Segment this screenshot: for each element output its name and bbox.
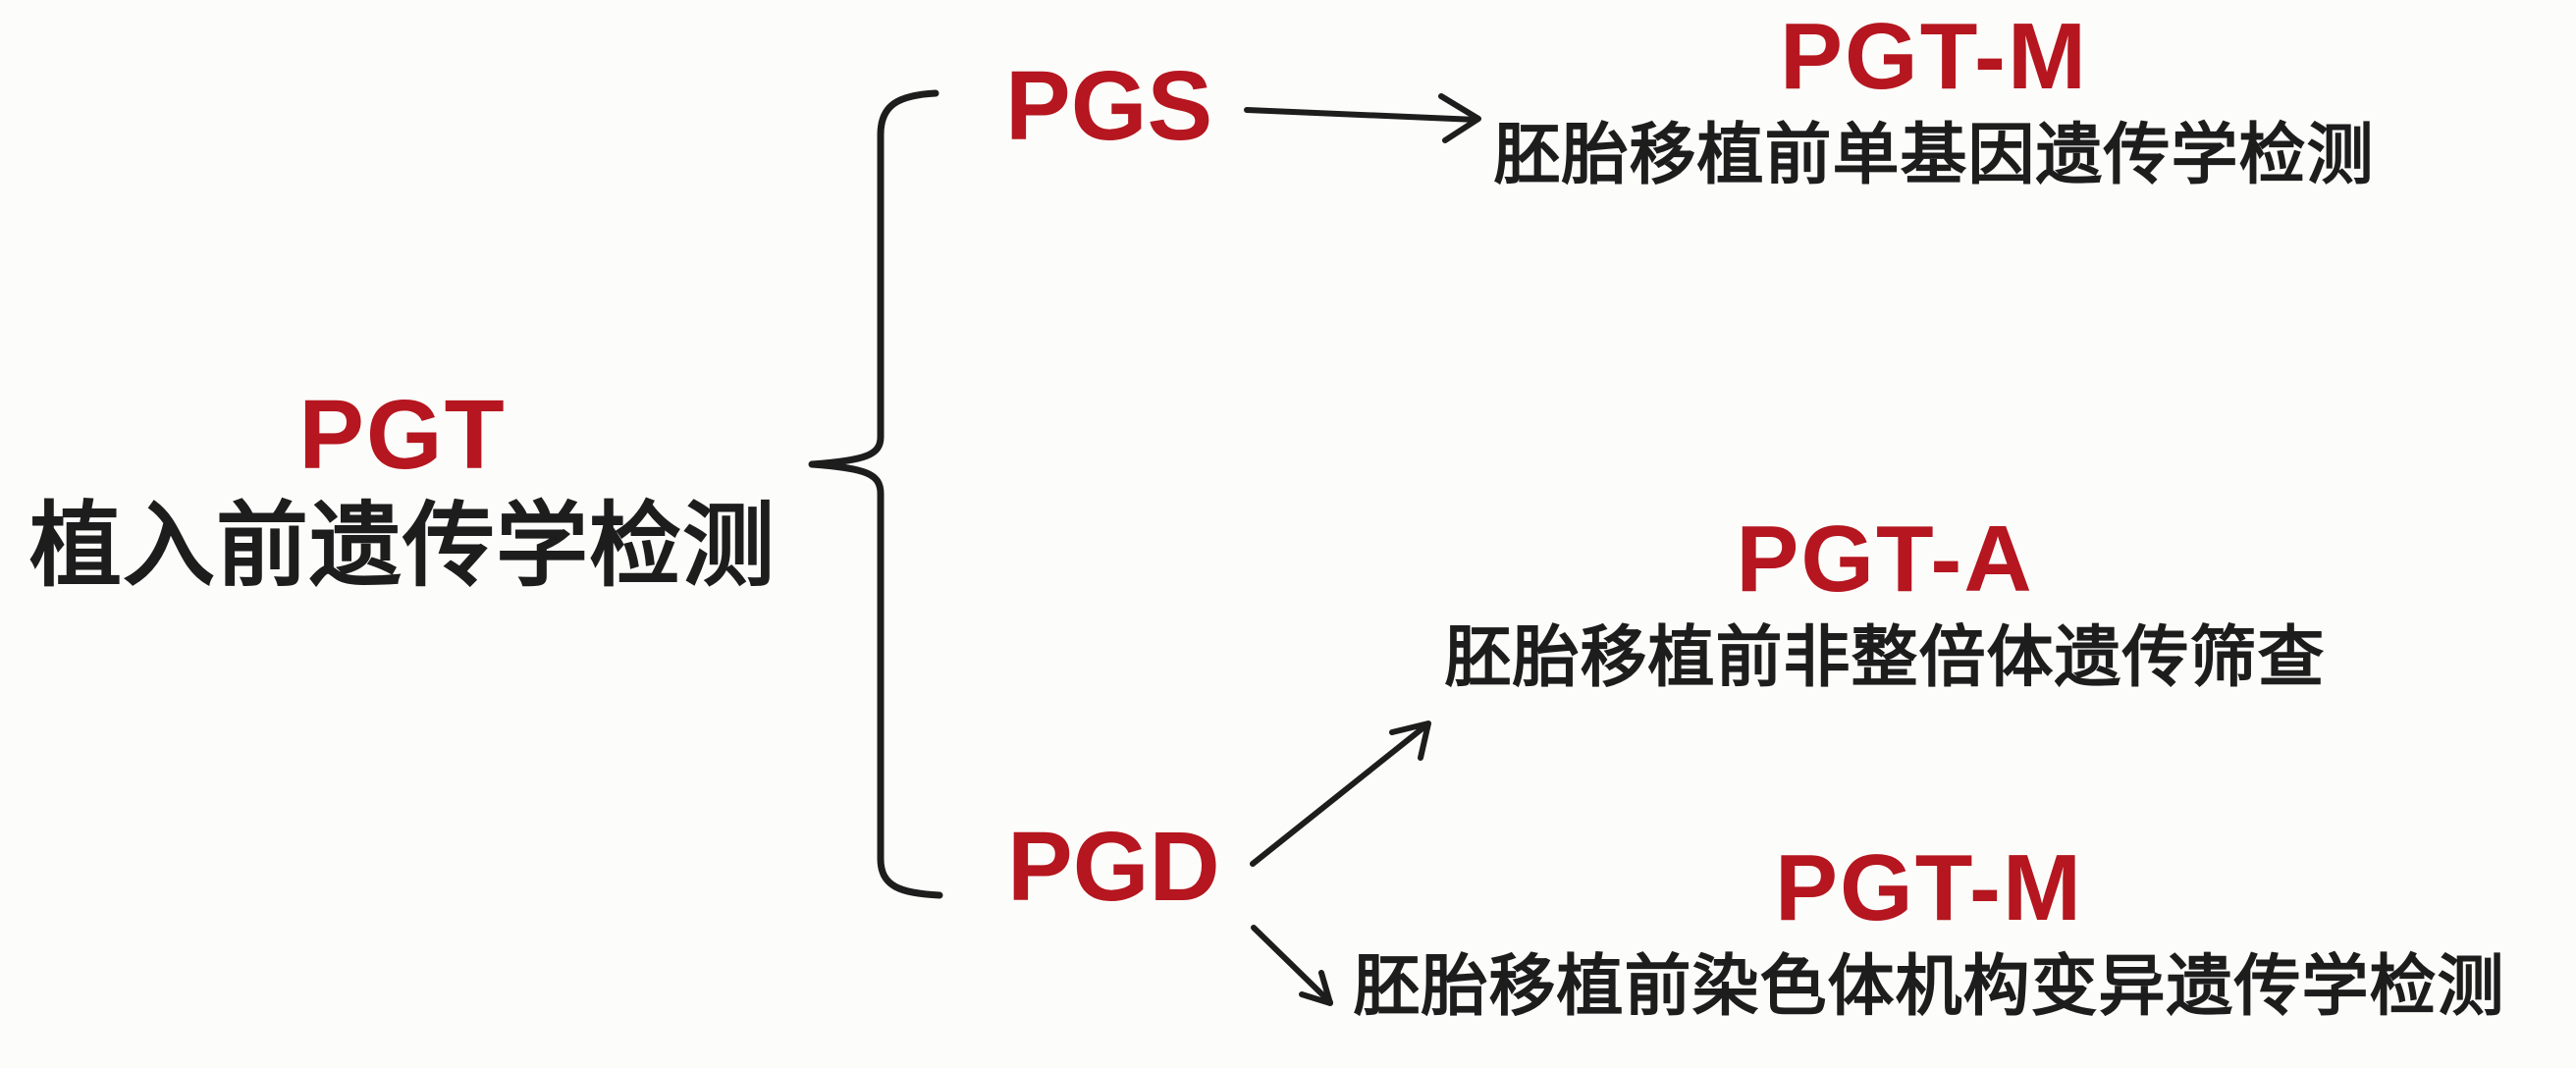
arrow-pgd-to-pgtm-icon: [1251, 925, 1333, 1006]
pgtm-top-acronym: PGT-M: [1780, 4, 2088, 109]
node-pgtm-top: PGT-M 胚胎移植前单基因遗传学检测: [1463, 4, 2405, 192]
pgtm-bottom-acronym: PGT-M: [1775, 835, 2083, 940]
brace-connector: [808, 89, 943, 899]
node-pgta: PGT-A 胚胎移植前非整倍体遗传筛查: [1414, 507, 2356, 695]
node-pgtm-bottom: PGT-M 胚胎移植前染色体机构变异遗传学检测: [1306, 835, 2552, 1024]
pgta-acronym: PGT-A: [1736, 507, 2034, 612]
pgtm-bottom-label: 胚胎移植前染色体机构变异遗传学检测: [1353, 949, 2505, 1024]
pgta-label: 胚胎移植前非整倍体遗传筛查: [1444, 620, 2326, 695]
node-pgs: PGS: [1005, 51, 1213, 161]
pgt-acronym: PGT: [298, 380, 507, 490]
node-pgd: PGD: [1007, 812, 1220, 922]
arrow-pgs-to-pgtm-icon: [1244, 93, 1481, 143]
pgtm-top-label: 胚胎移植前单基因遗传学检测: [1493, 118, 2375, 192]
node-pgt: PGT 植入前遗传学检测: [20, 386, 785, 592]
pgt-label: 植入前遗传学检测: [28, 494, 776, 597]
arrow-pgd-to-pgta-icon: [1250, 721, 1431, 867]
